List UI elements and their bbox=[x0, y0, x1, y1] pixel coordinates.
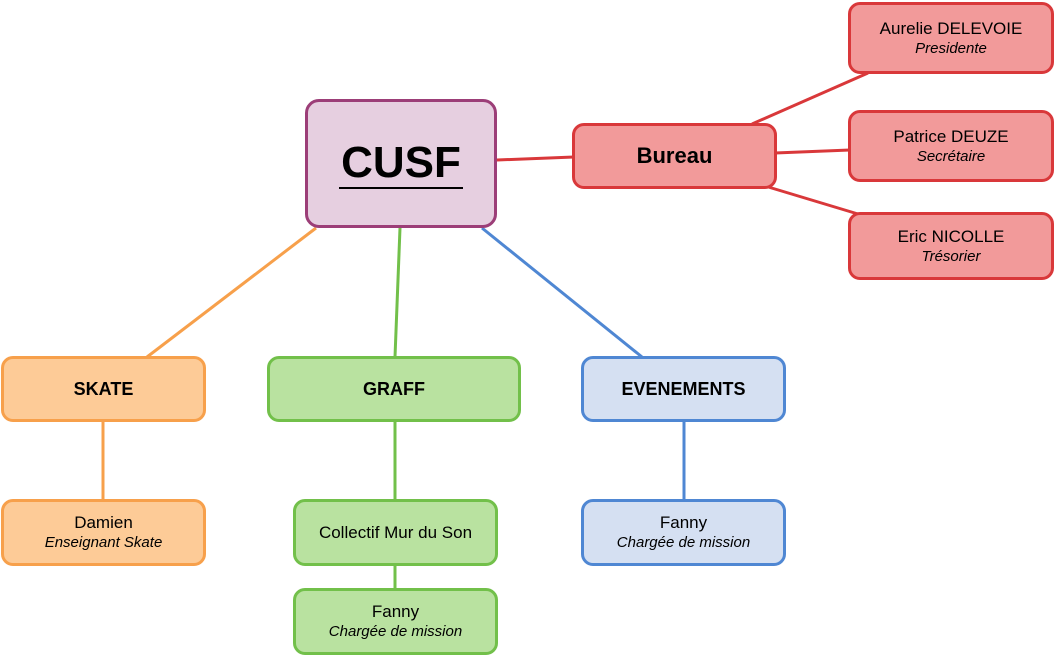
link-root-skate bbox=[146, 226, 317, 359]
node-evenements: EVENEMENTS bbox=[581, 356, 786, 422]
damien-role: Enseignant Skate bbox=[44, 534, 163, 551]
graff-title: GRAFF bbox=[363, 379, 425, 399]
node-skate: SKATE bbox=[1, 356, 206, 422]
cusf-title: CUSF bbox=[339, 137, 463, 189]
president-role: Presidente bbox=[915, 39, 987, 57]
president-name: Aurelie DELEVOIE bbox=[879, 18, 1023, 38]
link-root-evenements bbox=[481, 226, 643, 359]
link-root-graff bbox=[393, 227, 402, 358]
node-cusf: CUSF bbox=[305, 99, 497, 228]
node-president: Aurelie DELEVOIE Presidente bbox=[848, 2, 1054, 74]
node-collectif: Collectif Mur du Son bbox=[293, 499, 498, 566]
node-bureau: Bureau bbox=[572, 123, 777, 189]
secretary-role: Secrétaire bbox=[916, 147, 986, 165]
node-treasurer: Eric NICOLLE Trésorier bbox=[848, 212, 1054, 280]
collectif-name: Collectif Mur du Son bbox=[318, 522, 473, 542]
skate-title: SKATE bbox=[73, 379, 134, 399]
link-bureau-president bbox=[751, 71, 869, 126]
damien-name: Damien bbox=[74, 513, 133, 532]
evenements-fanny-role: Chargée de mission bbox=[616, 534, 751, 551]
evenements-fanny-name: Fanny bbox=[659, 513, 708, 532]
bureau-title: Bureau bbox=[636, 143, 713, 168]
treasurer-name: Eric NICOLLE bbox=[897, 226, 1005, 246]
node-graff: GRAFF bbox=[267, 356, 521, 422]
graff-fanny-name: Fanny bbox=[371, 602, 420, 621]
link-root-bureau bbox=[496, 155, 575, 162]
node-damien: Damien Enseignant Skate bbox=[1, 499, 206, 566]
link-bureau-secretary bbox=[774, 148, 851, 155]
treasurer-role: Trésorier bbox=[921, 247, 981, 265]
evenements-title: EVENEMENTS bbox=[621, 379, 746, 399]
node-secretary: Patrice DEUZE Secrétaire bbox=[848, 110, 1054, 182]
node-graff-fanny: Fanny Chargée de mission bbox=[293, 588, 498, 655]
graff-fanny-role: Chargée de mission bbox=[328, 623, 463, 640]
node-evenements-fanny: Fanny Chargée de mission bbox=[581, 499, 786, 566]
secretary-name: Patrice DEUZE bbox=[893, 126, 1009, 146]
link-bureau-treasurer bbox=[764, 184, 859, 216]
